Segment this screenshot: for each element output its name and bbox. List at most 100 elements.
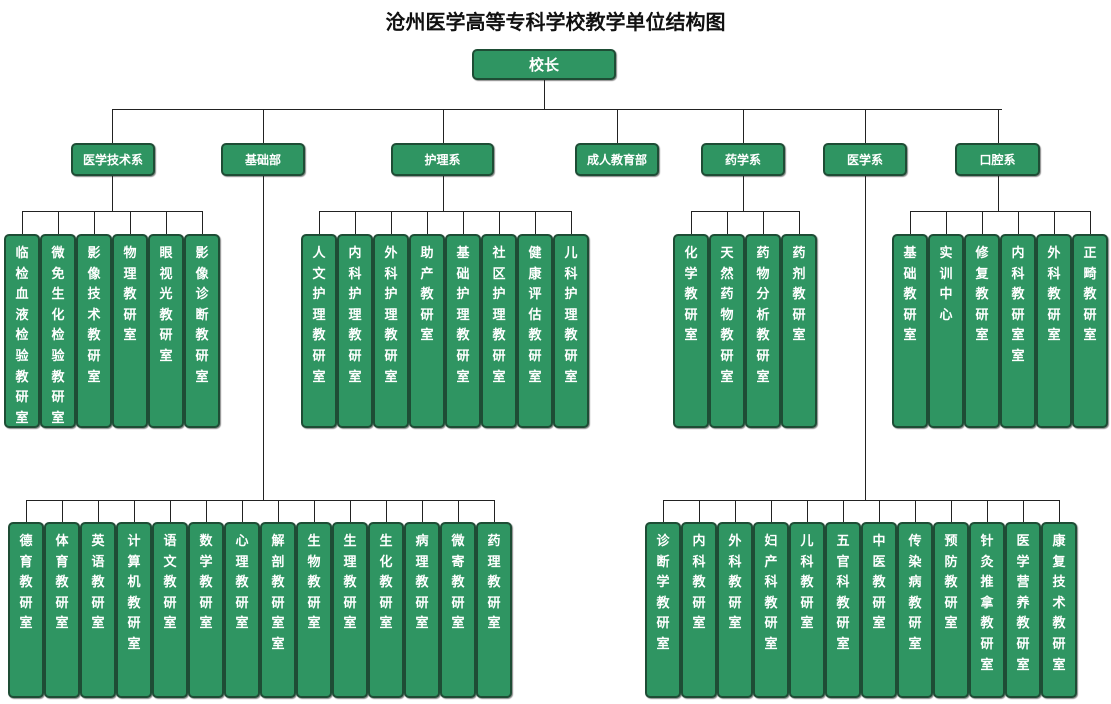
teaching-unit-box[interactable]: 影像诊断教研室	[184, 234, 220, 428]
unit-label: 内科教研室室	[1011, 246, 1025, 364]
connector-line	[535, 211, 536, 234]
connector-line	[763, 211, 764, 234]
teaching-unit-box[interactable]: 诊断学教研室	[645, 522, 681, 698]
unit-label: 基础护理教研室	[456, 246, 470, 385]
connector-line	[458, 500, 459, 522]
teaching-unit-box[interactable]: 计算机教研室	[116, 522, 152, 698]
teaching-unit-box[interactable]: 人文护理教研室	[301, 234, 337, 428]
teaching-unit-box[interactable]: 生理教研室	[332, 522, 368, 698]
teaching-unit-box[interactable]: 眼视光教研室	[148, 234, 184, 428]
teaching-unit-box[interactable]: 儿科护理教研室	[553, 234, 589, 428]
teaching-unit-box[interactable]: 外科教研室	[717, 522, 753, 698]
teaching-unit-box[interactable]: 英语教研室	[80, 522, 116, 698]
teaching-unit-box[interactable]: 语文教研室	[152, 522, 188, 698]
department-box[interactable]: 基础部	[221, 143, 305, 176]
principal-box[interactable]: 校长	[472, 49, 616, 80]
department-box[interactable]: 护理系	[391, 143, 494, 176]
teaching-unit-box[interactable]: 实训中心	[928, 234, 964, 428]
teaching-unit-box[interactable]: 助产教研室	[409, 234, 445, 428]
connector-line	[946, 211, 947, 234]
department-box[interactable]: 药学系	[701, 143, 785, 176]
connector-line	[743, 109, 744, 143]
unit-label: 基础教研室	[903, 246, 917, 344]
teaching-unit-box[interactable]: 中医教研室	[861, 522, 897, 698]
unit-label: 实训中心	[939, 246, 953, 323]
connector-line	[1059, 500, 1060, 522]
teaching-unit-box[interactable]: 解剖教研室室	[260, 522, 296, 698]
teaching-unit-box[interactable]: 影像技术教研室	[76, 234, 112, 428]
department-stem	[743, 176, 744, 211]
teaching-unit-box[interactable]: 预防教研室	[933, 522, 969, 698]
connector-line	[494, 500, 495, 522]
unit-label: 医学营养教研室	[1016, 534, 1030, 673]
teaching-unit-box[interactable]: 药剂教研室	[781, 234, 817, 428]
teaching-unit-box[interactable]: 五官科教研室	[825, 522, 861, 698]
teaching-unit-box[interactable]: 基础护理教研室	[445, 234, 481, 428]
connector-line	[987, 500, 988, 522]
connector-line	[951, 500, 952, 522]
connector-line	[727, 211, 728, 234]
teaching-unit-box[interactable]: 体育教研室	[44, 522, 80, 698]
teaching-unit-box[interactable]: 内科教研室	[681, 522, 717, 698]
unit-label: 生理教研室	[343, 534, 357, 632]
teaching-unit-box[interactable]: 德育教研室	[8, 522, 44, 698]
teaching-unit-box[interactable]: 健康评估教研室	[517, 234, 553, 428]
unit-bus	[910, 211, 1091, 212]
connector-line	[58, 211, 59, 234]
department-box[interactable]: 口腔系	[955, 143, 1040, 176]
teaching-unit-box[interactable]: 针灸推拿教研室	[969, 522, 1005, 698]
teaching-unit-box[interactable]: 内科护理教研室	[337, 234, 373, 428]
department-box[interactable]: 医学系	[823, 143, 907, 176]
teaching-unit-box[interactable]: 生化教研室	[368, 522, 404, 698]
teaching-unit-box[interactable]: 修复教研室	[964, 234, 1000, 428]
unit-label: 天然药物教研室	[720, 246, 734, 385]
connector-line	[319, 211, 320, 234]
unit-label: 药剂教研室	[792, 246, 806, 344]
teaching-unit-box[interactable]: 医学营养教研室	[1005, 522, 1041, 698]
connector-line	[1018, 211, 1019, 234]
teaching-unit-box[interactable]: 物理教研室	[112, 234, 148, 428]
teaching-unit-box[interactable]: 外科护理教研室	[373, 234, 409, 428]
unit-label: 德育教研室	[19, 534, 33, 632]
teaching-unit-box[interactable]: 数学教研室	[188, 522, 224, 698]
connector-line	[94, 211, 95, 234]
unit-label: 外科教研室	[1047, 246, 1061, 344]
teaching-unit-box[interactable]: 内科教研室室	[1000, 234, 1036, 428]
teaching-unit-box[interactable]: 妇产科教研室	[753, 522, 789, 698]
connector-line	[1054, 211, 1055, 234]
teaching-unit-box[interactable]: 外科教研室	[1036, 234, 1072, 428]
teaching-unit-box[interactable]: 社区护理教研室	[481, 234, 517, 428]
teaching-unit-box[interactable]: 生物教研室	[296, 522, 332, 698]
teaching-unit-box[interactable]: 基础教研室	[892, 234, 928, 428]
department-stem	[998, 176, 999, 211]
connector-line	[278, 500, 279, 522]
department-box[interactable]: 成人教育部	[575, 143, 659, 176]
connector-line	[22, 211, 23, 234]
department-box[interactable]: 医学技术系	[71, 143, 155, 176]
teaching-unit-box[interactable]: 药理教研室	[476, 522, 512, 698]
connector-line	[130, 211, 131, 234]
unit-label: 人文护理教研室	[312, 246, 326, 385]
teaching-unit-box[interactable]: 病理教研室	[404, 522, 440, 698]
connector-line	[170, 500, 171, 522]
connector-line	[134, 500, 135, 522]
teaching-unit-box[interactable]: 传染病教研室	[897, 522, 933, 698]
teaching-unit-box[interactable]: 心理教研室	[224, 522, 260, 698]
teaching-unit-box[interactable]: 化学教研室	[673, 234, 709, 428]
teaching-unit-box[interactable]: 微免生化检验教研室	[40, 234, 76, 428]
department-stem	[263, 176, 264, 500]
unit-label: 康复技术教研室	[1052, 534, 1066, 673]
department-stem	[443, 176, 444, 211]
unit-label: 修复教研室	[975, 246, 989, 344]
teaching-unit-box[interactable]: 康复技术教研室	[1041, 522, 1077, 698]
connector-line	[242, 500, 243, 522]
connector-line	[699, 500, 700, 522]
teaching-unit-box[interactable]: 正畸教研室	[1072, 234, 1108, 428]
teaching-unit-box[interactable]: 天然药物教研室	[709, 234, 745, 428]
teaching-unit-box[interactable]: 儿科教研室	[789, 522, 825, 698]
teaching-unit-box[interactable]: 微寄教研室	[440, 522, 476, 698]
teaching-unit-box[interactable]: 药物分析教研室	[745, 234, 781, 428]
teaching-unit-box[interactable]: 临检血液检验教研室	[4, 234, 40, 428]
connector-line	[263, 109, 264, 143]
unit-label: 外科护理教研室	[384, 246, 398, 385]
